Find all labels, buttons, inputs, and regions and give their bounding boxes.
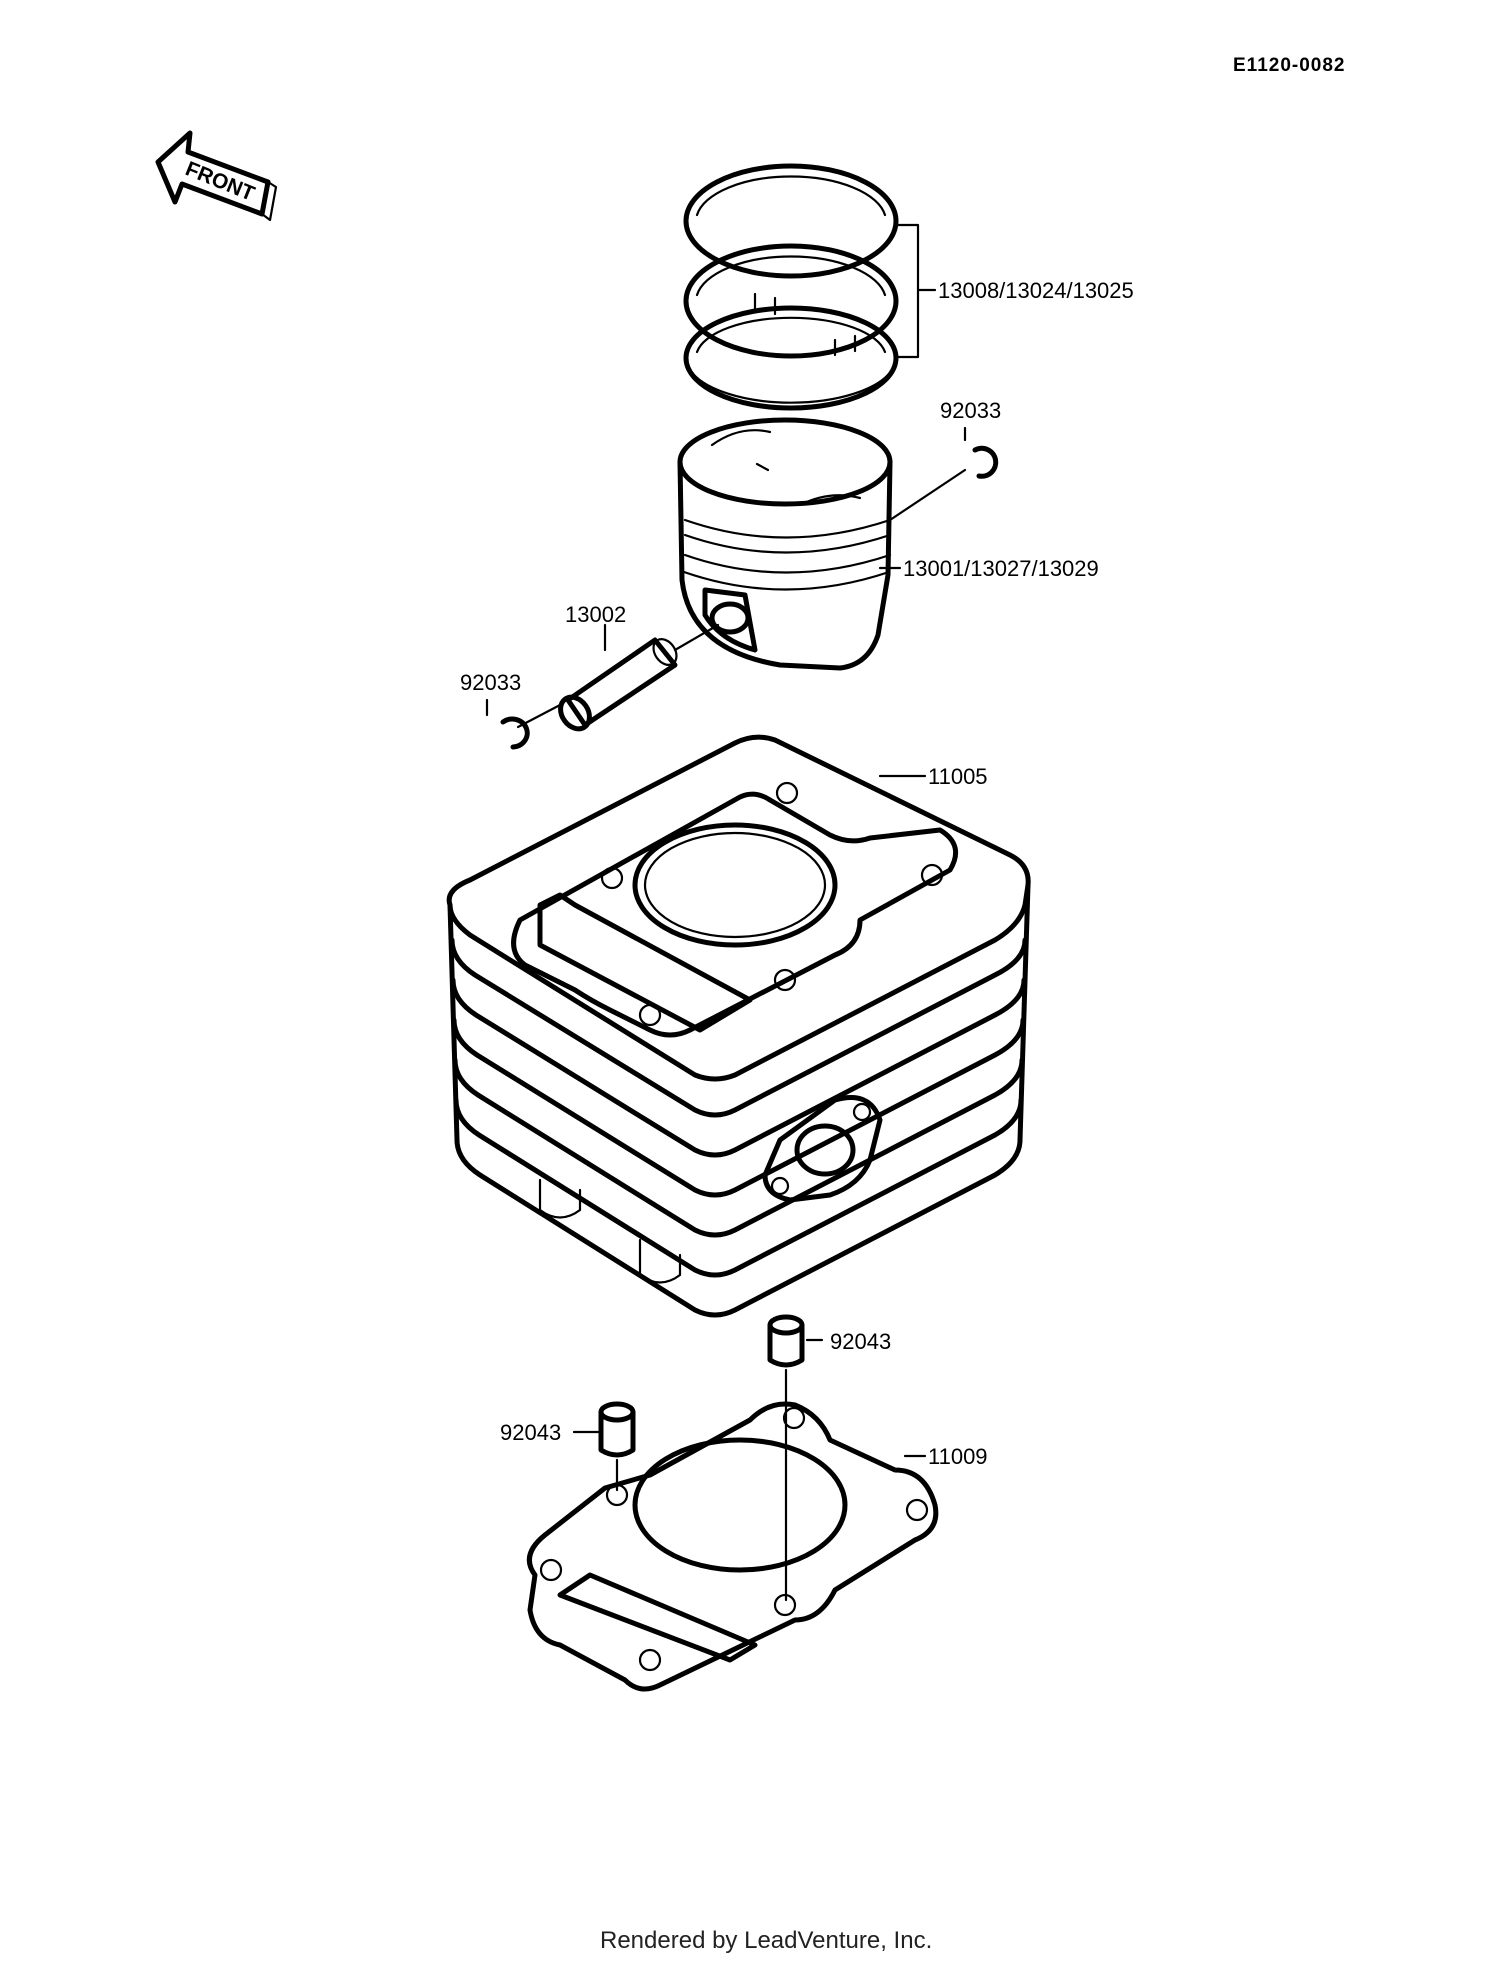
dowel-left-icon: [598, 1401, 636, 1458]
dowel-right-label: 92043: [830, 1329, 891, 1354]
dowel-left-label: 92043: [500, 1420, 561, 1445]
cylinder-label: 11005: [928, 764, 988, 789]
cylinder: [446, 734, 1031, 1318]
clip-left-icon: [500, 716, 530, 750]
piston-clip-leader: [888, 468, 967, 522]
piston-pin: [558, 637, 678, 732]
piston-label: 13001/13027/13029: [903, 556, 1099, 581]
clip-pin-leader: [516, 703, 562, 729]
dowel-right-icon: [767, 1314, 805, 1368]
clip-top-label: 92033: [940, 398, 1001, 423]
pin-leader: [673, 623, 720, 652]
piston-rings: [683, 163, 899, 411]
footer-text: Rendered by LeadVenture, Inc.: [600, 1927, 932, 1954]
piston: [677, 417, 893, 671]
clip-left-label: 92033: [460, 670, 521, 695]
rings-leader: [896, 223, 937, 359]
diagram-code: E1120-0082: [1233, 55, 1346, 76]
front-arrow-icon: FRONT: [155, 130, 278, 222]
rings-label: 13008/13024/13025: [938, 278, 1134, 303]
clip-top-icon: [972, 445, 999, 479]
base-gasket: [526, 1401, 939, 1692]
pin-label: 13002: [565, 602, 626, 627]
gasket-label: 11009: [928, 1444, 988, 1469]
